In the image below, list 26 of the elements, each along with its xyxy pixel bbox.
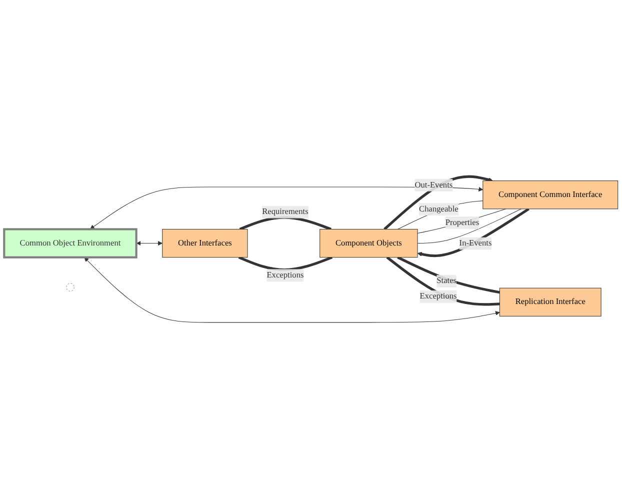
arrow bbox=[384, 175, 494, 230]
edge-label: Out-Events bbox=[414, 180, 453, 190]
edge-label: In-Events bbox=[459, 238, 492, 248]
edge-label: Exceptions bbox=[266, 270, 304, 280]
connector bbox=[417, 208, 522, 244]
node-box: Replication Interface bbox=[499, 288, 602, 316]
edge-label: Exceptions bbox=[420, 292, 457, 301]
connector bbox=[417, 208, 506, 234]
edge-label: Requirements bbox=[262, 207, 308, 216]
connector bbox=[397, 200, 484, 230]
connector bbox=[386, 256, 500, 306]
node-box: Component Common Interface bbox=[482, 180, 618, 210]
node-box: Other Interfaces bbox=[162, 228, 248, 258]
arrow bbox=[417, 208, 530, 258]
node-box: Component Objects bbox=[320, 228, 418, 258]
connector bbox=[239, 216, 332, 230]
arrow bbox=[136, 241, 163, 246]
node-box: Common Object Environment bbox=[3, 228, 138, 258]
connector bbox=[238, 256, 333, 272]
node-circle bbox=[66, 283, 74, 292]
edge-label: States bbox=[436, 276, 457, 286]
arrow bbox=[84, 257, 500, 323]
edge-label: Properties bbox=[445, 218, 480, 227]
edge-label: Changeable bbox=[419, 204, 458, 214]
arrow bbox=[90, 186, 484, 230]
connector bbox=[397, 256, 500, 294]
